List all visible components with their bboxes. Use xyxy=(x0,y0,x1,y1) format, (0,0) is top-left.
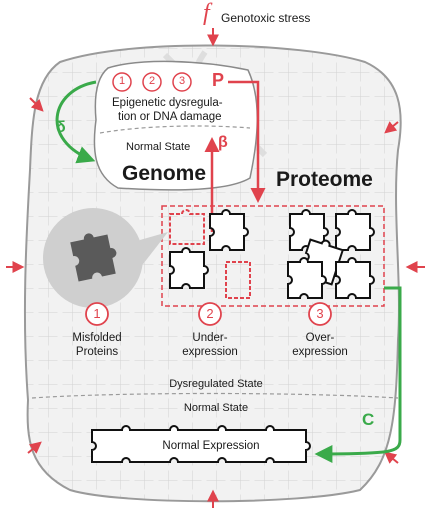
genome-marker-1: 1 xyxy=(118,75,126,87)
damage-text-line1: Epigenetic dysregula- xyxy=(112,97,223,109)
over-expression-pieces xyxy=(287,209,375,299)
normal-expression-strip xyxy=(91,425,311,463)
state-3-label-line1: Over- xyxy=(305,332,335,344)
genome-marker-3: 3 xyxy=(178,75,186,87)
state-1-label-line2: Proteins xyxy=(75,346,119,358)
stress-arrows xyxy=(6,28,425,508)
c-pathway-arrow xyxy=(314,286,402,463)
state-3-label-line2: expression xyxy=(292,346,348,358)
under-expression-pieces xyxy=(169,209,251,299)
misfolded-protein-bubble xyxy=(43,208,168,308)
p-pathway-arrow xyxy=(228,80,266,203)
state-number-circles xyxy=(85,302,332,326)
genome-marker-2: 2 xyxy=(148,75,156,87)
state-3-number: 3 xyxy=(316,306,324,321)
state-1-label-line1: Misfolded xyxy=(72,332,122,344)
dysregulated-state-label: Dysregulated State xyxy=(169,378,263,390)
genotoxic-stress-label: Genotoxic stress xyxy=(221,11,311,25)
state-2-label-line1: Under- xyxy=(192,332,228,344)
normal-expression-label: Normal Expression xyxy=(162,440,260,452)
normal-state-label: Normal State xyxy=(183,402,249,414)
c-pathway-label: C xyxy=(362,410,375,429)
genome-cloud xyxy=(93,60,258,191)
damage-text-line2: tion or DNA damage xyxy=(118,111,222,123)
proteome-dysregulation-box xyxy=(161,205,385,307)
delta-pathway-label: δ xyxy=(56,119,66,136)
genome-normal-state-label: Normal State xyxy=(126,141,191,153)
p-pathway-label: P xyxy=(212,70,225,90)
state-2-label-line2: expression xyxy=(182,346,238,358)
state-2-number: 2 xyxy=(206,306,214,321)
proteome-title: Proteome xyxy=(276,168,373,191)
beta-pathway-label: β xyxy=(218,134,228,151)
state-1-number: 1 xyxy=(93,306,101,321)
genome-title: Genome xyxy=(122,162,207,185)
state-boundary-line xyxy=(31,392,399,399)
genotoxic-stress-symbol: f xyxy=(203,0,210,26)
delta-pathway-arrow xyxy=(55,80,97,164)
